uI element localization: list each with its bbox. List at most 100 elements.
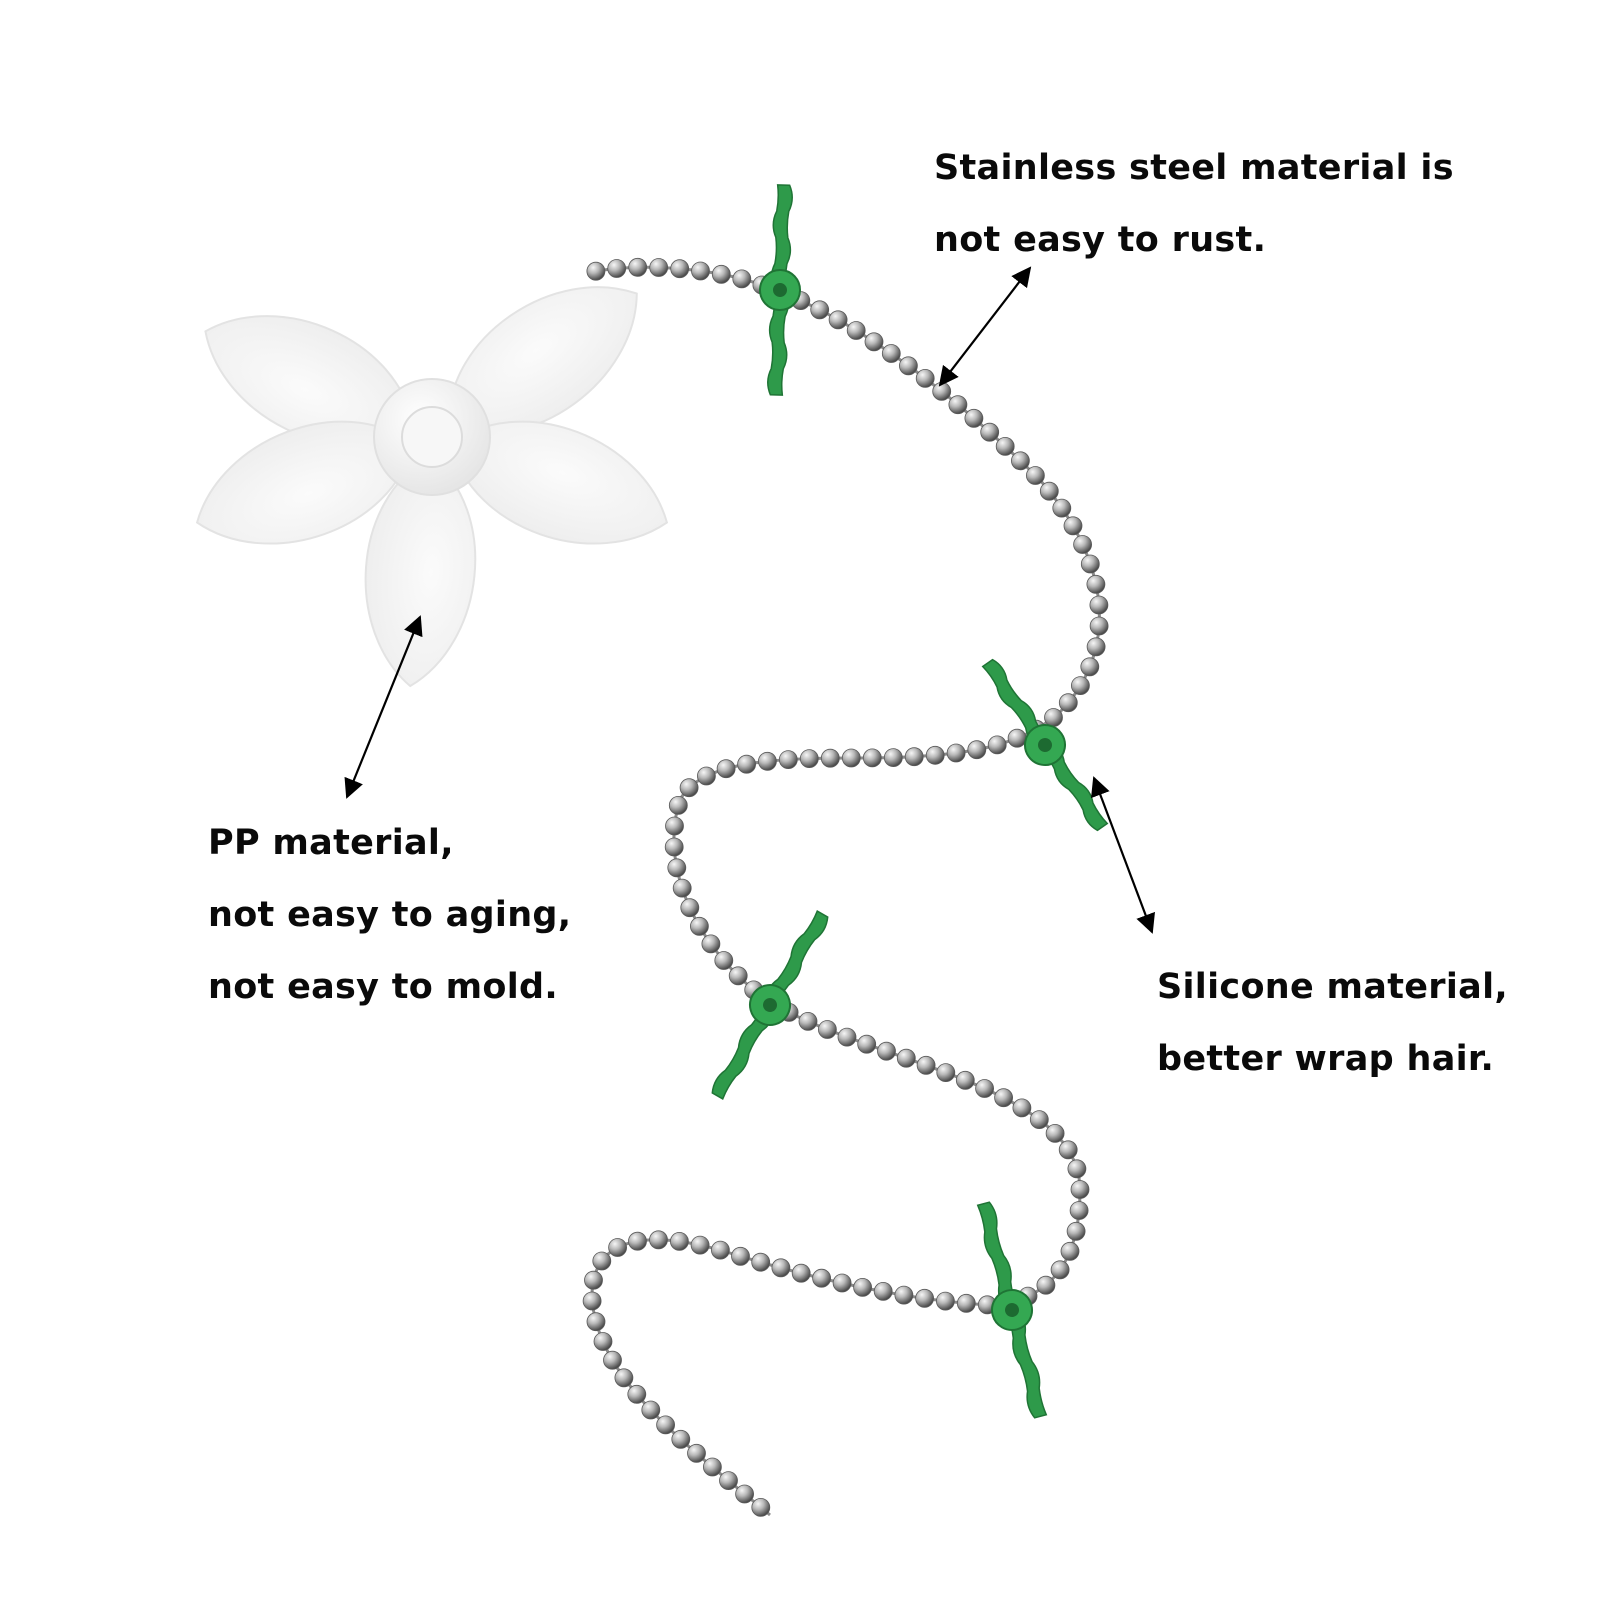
chain-bead	[975, 1079, 994, 1098]
chain-bead	[881, 344, 901, 363]
chain-bead	[1011, 451, 1030, 471]
chain-bead	[846, 321, 866, 340]
steel-arrow	[938, 266, 1032, 387]
chain-bead	[737, 754, 756, 774]
chain-bead	[670, 1232, 689, 1251]
chain-bead	[586, 1312, 606, 1332]
chain-bead	[853, 1278, 872, 1297]
chain-bead	[837, 1027, 857, 1047]
chain-bead	[731, 1246, 750, 1266]
chain-bead	[994, 1088, 1013, 1108]
chain-bead	[703, 1457, 722, 1477]
chain-bead	[732, 269, 752, 289]
chain-bead	[1063, 516, 1083, 536]
chain-bead	[593, 1332, 613, 1351]
chain-bead	[967, 740, 987, 760]
chain-bead	[1060, 1241, 1080, 1261]
chain-bead	[1080, 657, 1100, 677]
chain-bead	[877, 1041, 896, 1061]
chain-bead	[812, 1268, 831, 1288]
chain-bead	[671, 1429, 691, 1449]
chain-bead	[820, 748, 840, 768]
chain-bead	[582, 1291, 602, 1311]
chain-bead	[607, 259, 627, 278]
chain-bead	[1052, 498, 1072, 518]
chain-bead	[614, 1368, 634, 1388]
chain-bead	[1029, 1110, 1049, 1129]
chain-bead	[896, 1048, 916, 1068]
chain-bead	[690, 916, 709, 936]
chain-bead	[641, 1400, 661, 1420]
chain-bead	[751, 1498, 771, 1517]
pp-arrow	[344, 615, 423, 799]
chain-bead	[1069, 1201, 1089, 1220]
chain-bead	[665, 816, 684, 836]
chain-bead	[987, 735, 1007, 755]
chain-bead	[1073, 535, 1092, 554]
chain-bead	[1045, 1124, 1065, 1143]
chain-bead	[584, 1270, 603, 1290]
chain-bead	[810, 300, 830, 320]
flower-petal	[449, 420, 669, 545]
chain-bead	[719, 1471, 738, 1490]
chain-bead	[687, 1443, 706, 1463]
silicone-tab-icon	[711, 184, 1109, 1419]
chain-bead	[771, 1258, 791, 1278]
chain-bead	[936, 1063, 956, 1082]
chain-bead	[915, 1288, 934, 1308]
chain-bead	[1012, 1098, 1032, 1118]
chain-bead	[1050, 1260, 1070, 1280]
chain-bead	[711, 1240, 730, 1260]
chain-bead	[735, 1484, 754, 1504]
chain-bead	[799, 749, 819, 768]
chain-bead	[925, 745, 945, 765]
chain-bead	[592, 1251, 612, 1271]
chain-bead	[668, 796, 688, 815]
chain-bead	[758, 751, 777, 771]
chain-bead	[883, 748, 903, 767]
chain-bead	[649, 1230, 668, 1250]
chain-bead	[915, 368, 935, 388]
chain-bead	[664, 837, 684, 857]
chain-bead	[857, 1034, 877, 1054]
chain-bead	[798, 1012, 818, 1031]
silicone-tab	[759, 184, 801, 396]
chain-bead	[862, 748, 882, 768]
chain-bead	[916, 1055, 936, 1075]
chain-bead	[1007, 728, 1027, 748]
chain-bead	[751, 1252, 771, 1272]
chain-bead	[955, 1070, 975, 1090]
chain-bead	[964, 408, 984, 428]
chain-bead	[667, 858, 687, 878]
chain-bead	[873, 1282, 893, 1301]
chain-bead	[603, 1350, 622, 1370]
chain-bead	[1039, 481, 1059, 501]
chain-bead	[778, 750, 798, 769]
stainless-steel-caption: Stainless steel material is not easy to …	[934, 132, 1454, 276]
chain-bead	[1086, 574, 1106, 594]
caption-line: not easy to rust.	[934, 220, 1267, 260]
chain-bead	[818, 1020, 837, 1039]
chain-bead	[586, 261, 606, 281]
chain-bead	[1067, 1159, 1087, 1179]
chain-bead	[627, 1384, 647, 1404]
chain-bead	[672, 878, 692, 898]
chain-bead	[980, 422, 1000, 442]
chain-bead	[791, 1263, 811, 1283]
chain-bead	[1086, 637, 1106, 657]
chain-bead	[1089, 616, 1109, 636]
chain-bead	[899, 356, 918, 376]
chain-bead	[932, 381, 952, 401]
chain-bead	[714, 951, 734, 970]
chain-bead	[894, 1285, 914, 1305]
chain-bead	[1036, 1275, 1056, 1295]
chain-bead	[1089, 595, 1109, 615]
chain-beads	[582, 257, 1109, 1517]
chain-bead	[691, 261, 710, 281]
silicone-tab	[981, 658, 1109, 832]
chain-bead	[828, 310, 848, 330]
caption-line: Silicone material,	[1157, 967, 1508, 1007]
chain-bead	[1058, 693, 1078, 713]
